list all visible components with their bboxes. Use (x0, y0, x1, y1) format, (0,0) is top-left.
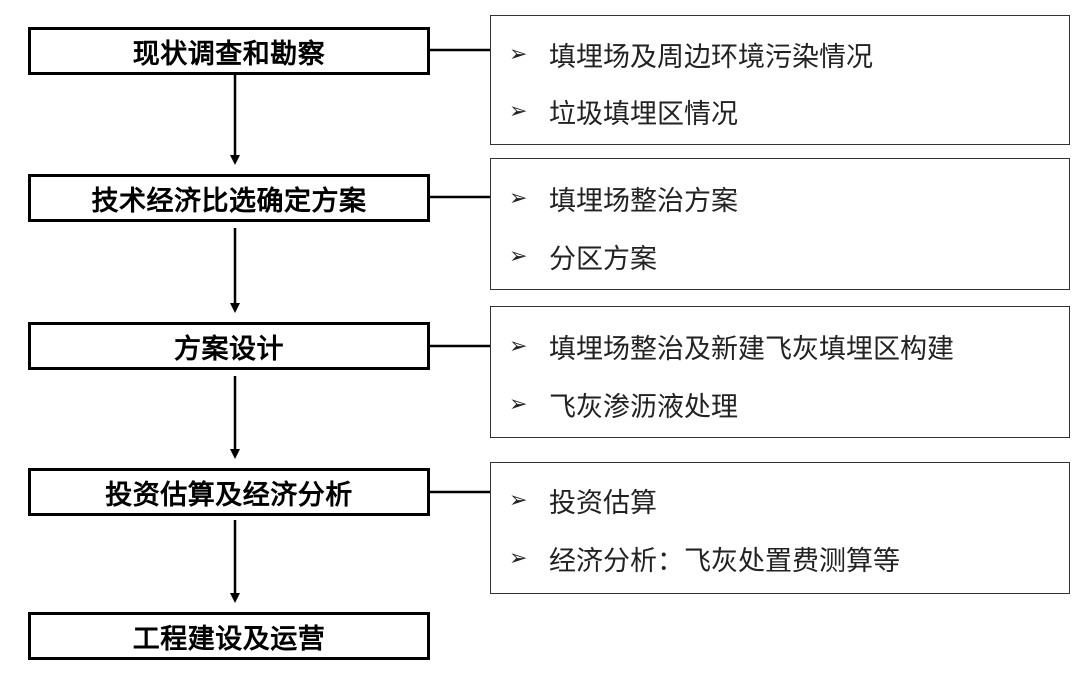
detail-item-text: 投资估算 (549, 487, 657, 519)
arrow-bullet-icon: ➢ (509, 243, 528, 269)
arrow-bullet-icon: ➢ (509, 391, 528, 417)
step-label: 投资估算及经济分析 (105, 479, 353, 511)
detail-item-text: 垃圾填埋区情况 (549, 98, 738, 130)
detail-item: ➢ 填埋场及周边环境污染情况 (509, 37, 873, 73)
detail-item-text: 填埋场及周边环境污染情况 (549, 41, 873, 73)
detail-item: ➢ 经济分析：飞灰处置费测算等 (509, 541, 900, 577)
detail-item: ➢ 飞灰渗沥液处理 (509, 387, 738, 423)
step-label: 方案设计 (174, 333, 284, 365)
detail-box-scheme: ➢ 填埋场整治方案 ➢ 分区方案 (490, 158, 1070, 290)
detail-item-text: 分区方案 (549, 243, 657, 275)
detail-item: ➢ 投资估算 (509, 483, 657, 519)
step-box-scheme-selection: 技术经济比选确定方案 (28, 174, 430, 222)
detail-item: ➢ 填埋场整治方案 (509, 181, 738, 217)
step-label: 工程建设及运营 (132, 623, 326, 655)
detail-item-text: 填埋场整治方案 (549, 185, 738, 217)
arrow-bullet-icon: ➢ (509, 545, 528, 571)
arrow-bullet-icon: ➢ (509, 333, 528, 359)
detail-item-text: 飞灰渗沥液处理 (549, 391, 738, 423)
step-box-survey: 现状调查和勘察 (28, 27, 430, 75)
detail-item: ➢ 分区方案 (509, 239, 657, 275)
step-box-investment-analysis: 投资估算及经济分析 (28, 468, 430, 516)
step-box-construction-operation: 工程建设及运营 (28, 612, 430, 660)
step-label: 技术经济比选确定方案 (91, 185, 367, 217)
step-label: 现状调查和勘察 (132, 38, 326, 70)
detail-box-survey: ➢ 填埋场及周边环境污染情况 ➢ 垃圾填埋区情况 (490, 15, 1070, 145)
arrow-bullet-icon: ➢ (509, 487, 528, 513)
detail-item-text: 经济分析：飞灰处置费测算等 (549, 545, 900, 577)
detail-item: ➢ 填埋场整治及新建飞灰填埋区构建 (509, 329, 954, 365)
detail-item: ➢ 垃圾填埋区情况 (509, 94, 738, 130)
detail-box-design: ➢ 填埋场整治及新建飞灰填埋区构建 ➢ 飞灰渗沥液处理 (490, 306, 1070, 438)
arrow-bullet-icon: ➢ (509, 98, 528, 124)
step-box-design: 方案设计 (28, 322, 430, 370)
detail-item-text: 填埋场整治及新建飞灰填埋区构建 (549, 333, 954, 365)
arrow-bullet-icon: ➢ (509, 41, 528, 67)
detail-box-investment: ➢ 投资估算 ➢ 经济分析：飞灰处置费测算等 (490, 462, 1070, 594)
arrow-bullet-icon: ➢ (509, 185, 528, 211)
